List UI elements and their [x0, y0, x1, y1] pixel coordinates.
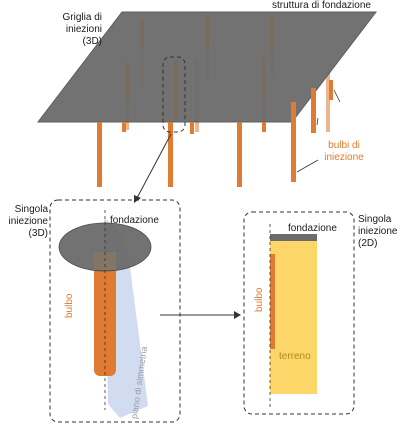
selection-box	[162, 56, 186, 133]
bulb-ghost-5	[174, 60, 178, 118]
bulb-front-7	[291, 102, 296, 182]
bulb-front-8	[311, 88, 316, 133]
bulb-ghost-4	[125, 62, 129, 102]
single-3d-title: Singola iniezione (3D)	[6, 204, 48, 240]
bulb-back-7	[326, 72, 330, 132]
bulbs-label-line1: bulbi di	[328, 140, 360, 151]
single-3d-title-line2: iniezione	[8, 216, 48, 227]
bulbs-label: bulbi di iniezione	[320, 140, 368, 164]
single-3d-title-line3: (3D)	[28, 228, 48, 239]
grid-bulbs-front	[97, 80, 333, 187]
bulb-front-4	[190, 122, 194, 134]
bulb-front-6	[262, 122, 266, 132]
single-2d-title-line2: iniezione	[358, 226, 398, 237]
single-3d-title-line1: Singola	[14, 204, 48, 215]
soil-label: terreno	[279, 351, 311, 362]
single-2d-title: Singola iniezione (2D)	[358, 214, 397, 250]
bulb-front-9	[329, 80, 333, 100]
grid-title-line2: iniezioni	[65, 24, 102, 35]
leader-bulbs-2	[316, 117, 319, 126]
leader-bulbs-1	[333, 89, 341, 103]
bulb-front-1	[97, 122, 102, 187]
bulb-ghost-3	[270, 18, 274, 48]
bulb-front-2	[122, 122, 126, 132]
bulb-3d-label: bulbo	[64, 293, 75, 318]
bulb-ghost-1	[140, 18, 144, 48]
foundation-structure-label: struttura di fondazione	[272, 0, 371, 11]
arrow-to-2d-head	[234, 311, 241, 319]
arrow-to-3d-head	[134, 195, 141, 203]
soil-2d	[270, 240, 317, 394]
grid-bulbs-ghost	[125, 15, 274, 118]
panel-2d	[243, 211, 355, 415]
bulb-front-3	[168, 122, 173, 187]
arrow-to-3d	[136, 133, 172, 199]
bulb-ghost-6	[262, 58, 266, 98]
single-2d-title-line1: Singola	[358, 214, 392, 225]
grid-title-line1: Griglia di	[62, 12, 102, 23]
foundation-3d-label: fondazione	[110, 215, 159, 226]
grid-title: Griglia di iniezioni (3D)	[44, 12, 102, 48]
leader-bulbs-3	[296, 159, 319, 173]
bulb-front-5	[237, 122, 242, 187]
bulb-2d	[270, 254, 275, 349]
panel-3d	[49, 199, 181, 423]
bulbs-label-line2: iniezione	[324, 152, 364, 163]
single-2d-title-line3: (2D)	[358, 238, 378, 249]
grid-title-line3: (3D)	[82, 36, 102, 47]
foundation-2d	[270, 234, 317, 241]
foundation-2d-label: fondazione	[288, 223, 337, 234]
bulb-2d-label: bulbo	[254, 287, 265, 312]
bulb-ghost-2	[205, 15, 209, 47]
